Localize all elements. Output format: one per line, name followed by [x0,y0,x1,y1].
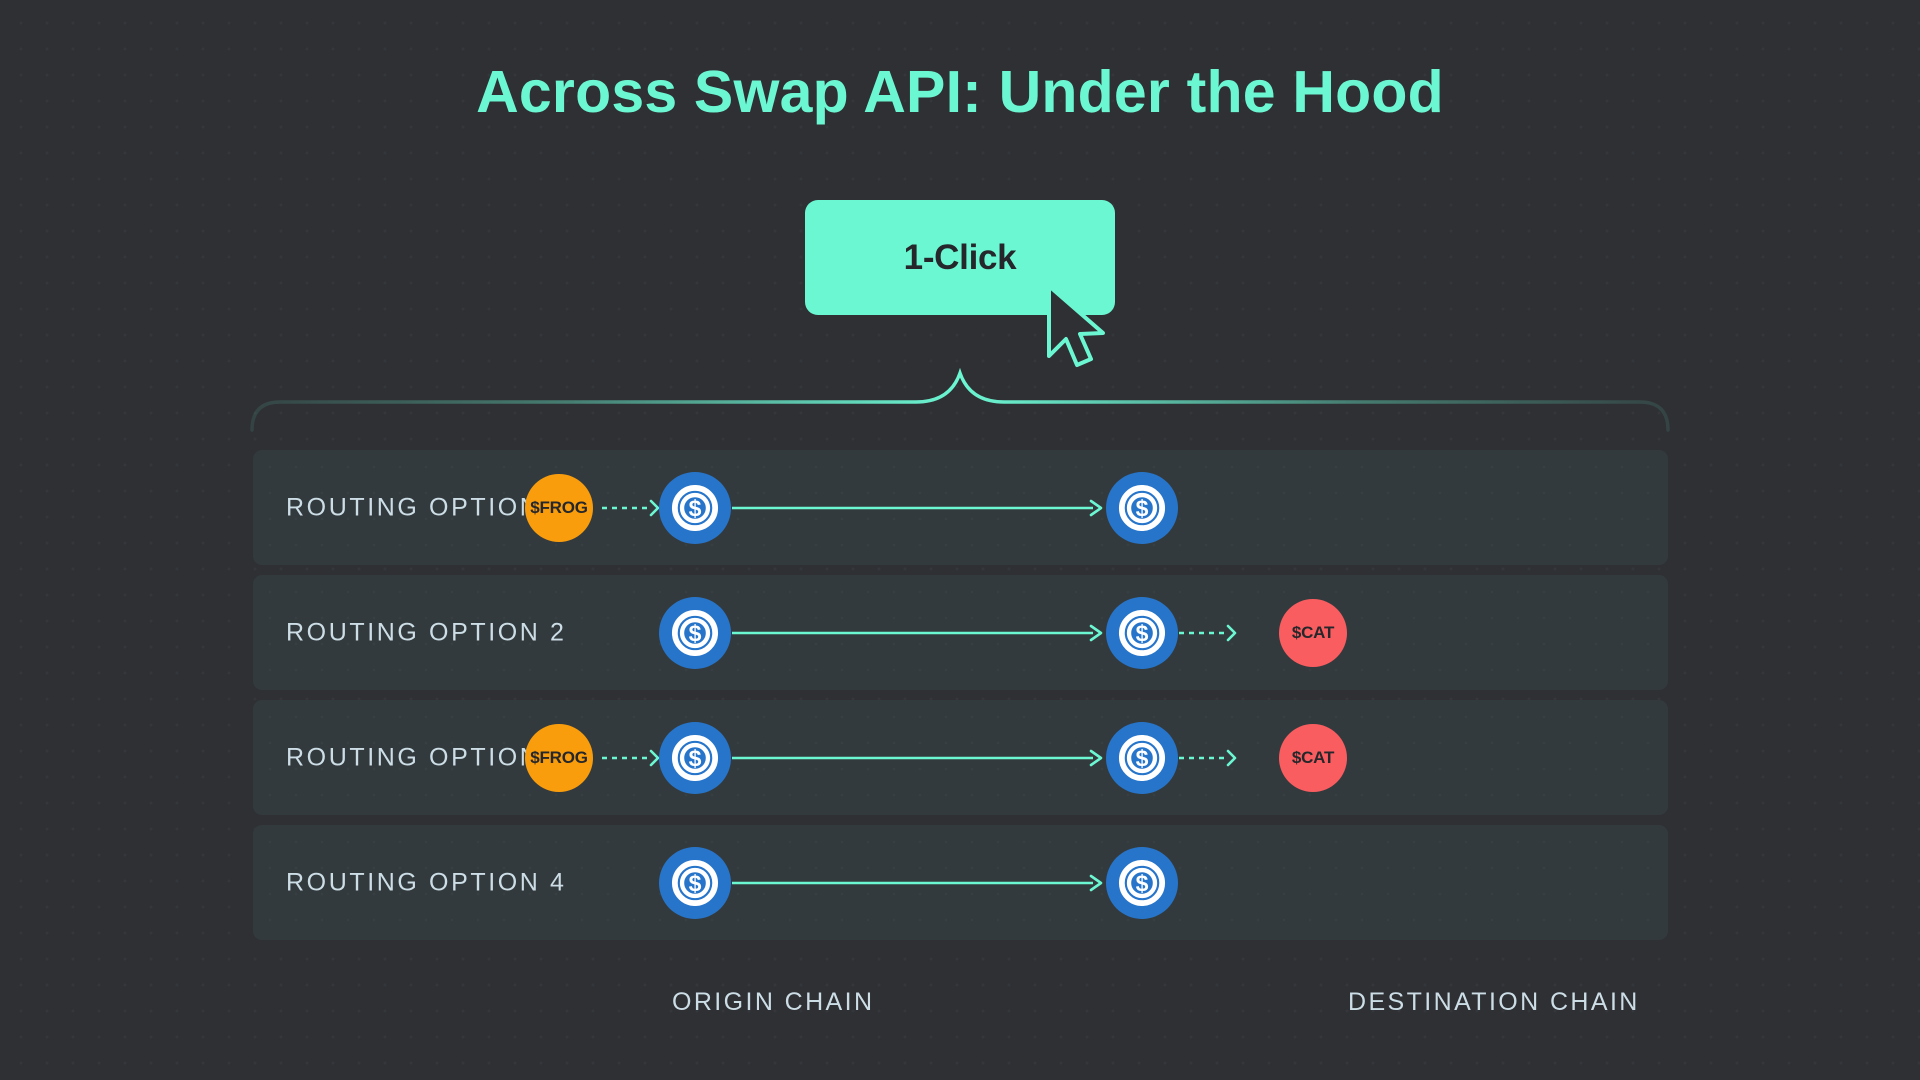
dashed-swap-arrow-destination [1179,749,1237,766]
routing-option-label: ROUTING OPTION 4 [286,868,567,896]
one-click-cta-group: 1-Click [805,200,1115,367]
svg-text:$: $ [689,620,702,646]
token-cat-destination: $CAT [1279,723,1347,792]
destination-chain-label: DESTINATION CHAIN [1348,988,1640,1016]
bridge-arrow [732,624,1103,641]
svg-text:$: $ [1136,745,1149,771]
usdc-coin-icon: $ [1106,846,1178,919]
table-row[interactable]: ROUTING OPTION 3 $FROG $ [253,700,1668,815]
usdc-coin-icon: $ [1106,471,1178,544]
routing-option-label: ROUTING OPTION 3 [286,743,567,771]
table-row[interactable]: ROUTING OPTION 2 $ [253,575,1668,690]
dashed-swap-arrow-origin [602,499,660,516]
usdc-coin-icon: $ [659,596,731,669]
usdc-coin-icon: $ [659,471,731,544]
usdc-coin-icon: $ [1106,721,1178,794]
token-cat-destination: $CAT [1279,598,1347,667]
usdc-coin-icon: $ [659,721,731,794]
dashed-swap-arrow-destination [1179,624,1237,641]
svg-text:$: $ [689,870,702,896]
routing-option-label: ROUTING OPTION 2 [286,618,567,646]
svg-text:$: $ [1136,620,1149,646]
bridge-arrow [732,874,1103,891]
row-flow-stage: $ $ $CAT [253,575,1668,690]
usdc-coin-icon: $ [1106,596,1178,669]
svg-text:$: $ [1136,870,1149,896]
curly-brace-connector [250,368,1670,432]
usdc-coin-icon: $ [659,846,731,919]
dashed-swap-arrow-origin [602,749,660,766]
one-click-button[interactable]: 1-Click [805,200,1115,315]
row-flow-stage: $FROG $ [253,450,1668,565]
origin-chain-label: ORIGIN CHAIN [672,988,875,1016]
routing-option-label: ROUTING OPTION 1 [286,493,567,521]
row-flow-stage: $ $ [253,825,1668,940]
svg-text:$: $ [1136,495,1149,521]
token-frog-origin: $FROG [525,473,593,542]
bridge-arrow [732,499,1103,516]
bridge-arrow [732,749,1103,766]
token-frog-origin: $FROG [525,723,593,792]
routing-options-list: ROUTING OPTION 1 $FROG $ [253,450,1668,950]
svg-text:$: $ [689,495,702,521]
row-flow-stage: $FROG $ [253,700,1668,815]
svg-text:$: $ [689,745,702,771]
table-row[interactable]: ROUTING OPTION 1 $FROG $ [253,450,1668,565]
page-title: Across Swap API: Under the Hood [476,59,1444,125]
table-row[interactable]: ROUTING OPTION 4 $ [253,825,1668,940]
